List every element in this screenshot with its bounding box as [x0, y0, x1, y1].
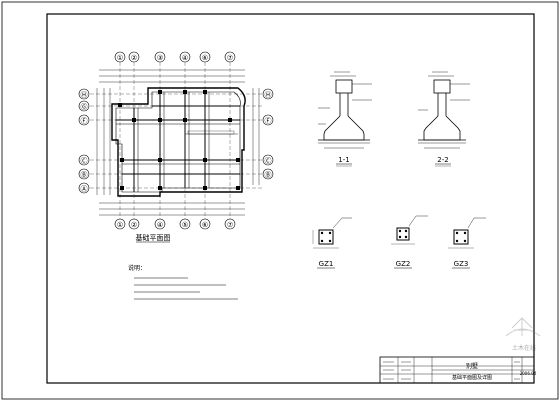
- grid-left-1: Ⓗ: [81, 91, 88, 99]
- grid-right-3: Ⓒ: [265, 157, 272, 165]
- grid-left-3: Ⓕ: [81, 117, 88, 125]
- watermark-text: 土木在线: [512, 344, 536, 352]
- column-detail-gz2: [391, 215, 428, 245]
- grid-right-1: Ⓗ: [265, 91, 272, 99]
- column-detail-gz3: [448, 217, 486, 249]
- section-2-2: [418, 71, 470, 149]
- plan-title: 基础平面图: [136, 233, 171, 242]
- grid-top-3: ③: [157, 54, 163, 62]
- title-block-drawing: 基础平面图及详图: [452, 374, 492, 381]
- grid-top-6: ⑦: [227, 54, 233, 62]
- watermark: 土木在线: [505, 317, 541, 352]
- grid-bottom-2: ②: [131, 221, 137, 229]
- inner-frame: [46, 13, 535, 384]
- grid-top-4: ④: [182, 54, 188, 62]
- title-block-date: 2006.04: [520, 371, 537, 376]
- grid-right-2: Ⓕ: [265, 117, 272, 125]
- section-1-1: [318, 71, 372, 149]
- grid-left-4: Ⓒ: [81, 157, 88, 165]
- grid-bottom-4: ⑤: [182, 221, 188, 229]
- foundation-plan: [78, 51, 274, 230]
- notes: 说明：: [128, 264, 238, 300]
- section-2-2-label: 2-2: [437, 156, 448, 164]
- grid-top-5: ⑥: [202, 54, 208, 62]
- column-detail-gz1: [312, 217, 352, 249]
- grid-labels: ① ② ③ ④ ⑥ ⑦ ① ② ④ ⑤ ⑥ ⑦ Ⓗ Ⓖ Ⓕ Ⓒ Ⓑ Ⓐ Ⓗ Ⓕ …: [81, 54, 272, 229]
- grid-bottom-1: ①: [117, 221, 123, 229]
- column-gz2-label: GZ2: [396, 260, 411, 268]
- grid-right-4: Ⓑ: [265, 171, 272, 179]
- grid-bottom-3: ④: [157, 221, 163, 229]
- grid-top-1: ①: [117, 54, 123, 62]
- section-1-1-label: 1-1: [338, 156, 349, 164]
- grid-left-6: Ⓐ: [81, 185, 88, 193]
- column-gz1-label: GZ1: [319, 260, 334, 268]
- grid-bottom-6: ⑦: [227, 221, 233, 229]
- grid-top-2: ②: [131, 54, 137, 62]
- grid-bottom-5: ⑥: [202, 221, 208, 229]
- grid-left-2: Ⓖ: [81, 103, 88, 111]
- grid-left-5: Ⓑ: [81, 171, 88, 179]
- title-block-project: 别墅: [466, 362, 478, 370]
- column-gz3-label: GZ3: [454, 260, 469, 268]
- title-block: [379, 356, 535, 384]
- notes-heading: 说明：: [128, 264, 146, 272]
